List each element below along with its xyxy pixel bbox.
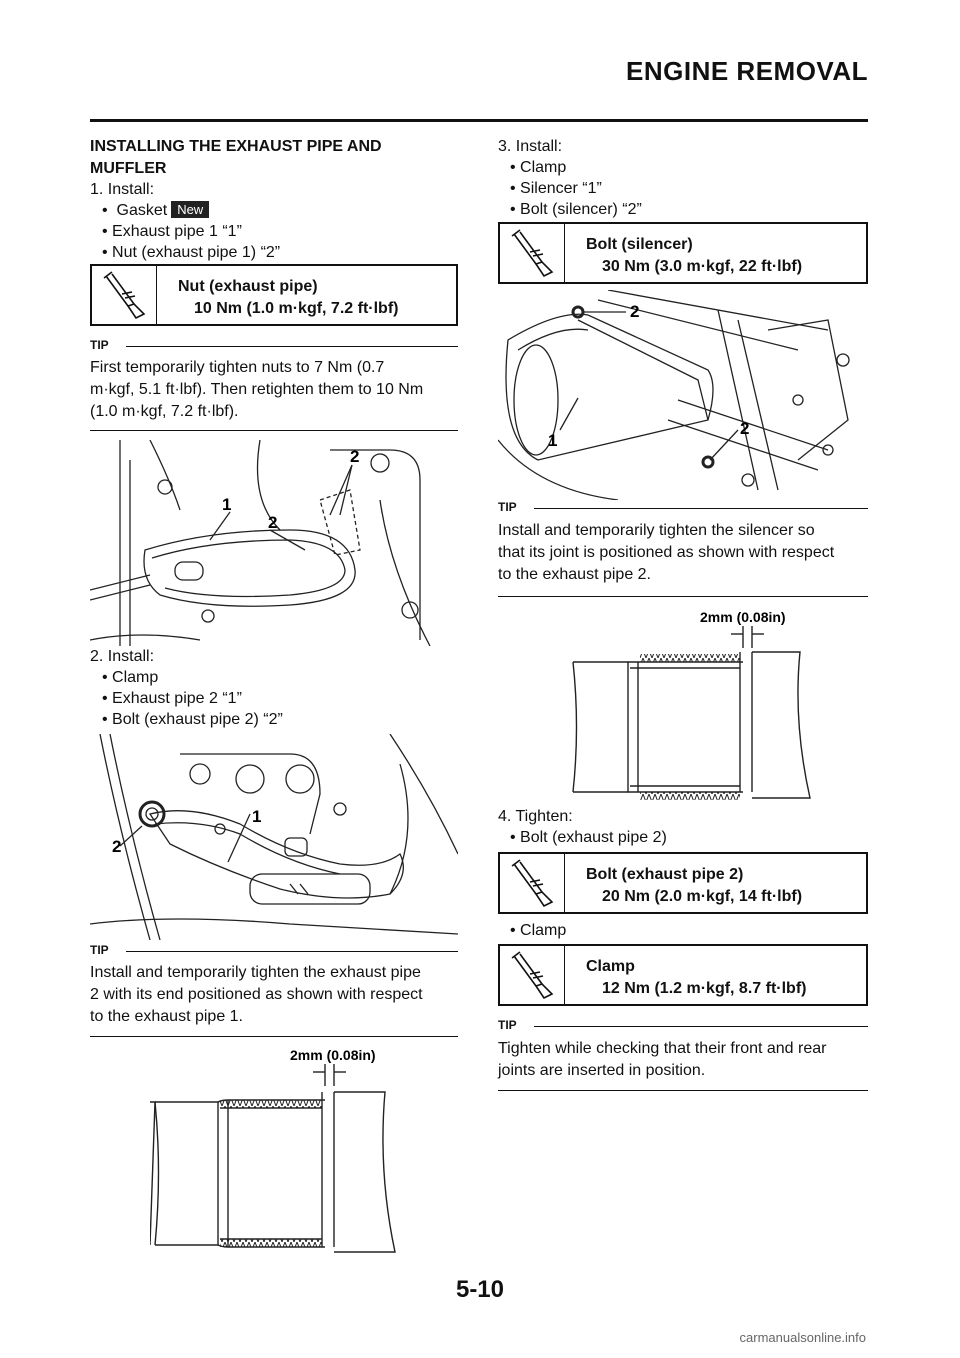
- tip-text-line: to the exhaust pipe 2.: [498, 566, 651, 583]
- page-header-title: ENGINE REMOVAL: [626, 56, 868, 86]
- step-2-item: Clamp: [102, 667, 158, 689]
- tip-text-line: m·kgf, 5.1 ft·lbf). Then retighten them …: [90, 381, 424, 398]
- tip-text-line: Install and temporarily tighten the sile…: [498, 522, 815, 539]
- step-1-item: Exhaust pipe 1 “1”: [102, 221, 242, 243]
- exhaust-pipe-1-illustration: 2 1 2: [89, 439, 458, 647]
- tip-rule: [534, 1026, 868, 1027]
- silencer-illustration: 2 1 2: [497, 289, 868, 501]
- new-badge: New: [171, 201, 210, 218]
- spec-title: Bolt (exhaust pipe 2): [586, 866, 744, 883]
- step-4-item: Clamp: [510, 920, 566, 942]
- step-3-item: Bolt (silencer) “2”: [510, 199, 642, 221]
- torque-wrench-icon: [500, 854, 565, 912]
- tip-label: TIP: [498, 1018, 517, 1032]
- torque-spec-box: Nut (exhaust pipe) 10 Nm (1.0 m·kgf, 7.2…: [90, 264, 458, 326]
- spec-title: Clamp: [586, 958, 635, 975]
- tip-end-rule: [90, 430, 458, 431]
- tip-text-line: (1.0 m·kgf, 7.2 ft·lbf).: [90, 403, 239, 420]
- callout-2: 2: [350, 447, 359, 466]
- joint-clearance-diagram: 2mm (0.08in): [568, 602, 818, 806]
- torque-spec-box: Clamp 12 Nm (1.2 m·kgf, 8.7 ft·lbf): [498, 944, 868, 1006]
- torque-wrench-icon: [500, 946, 565, 1004]
- spec-value: 10 Nm (1.0 m·kgf, 7.2 ft·lbf): [194, 300, 399, 317]
- callout-1: 1: [252, 807, 261, 826]
- step-1-item: Nut (exhaust pipe 1) “2”: [102, 242, 280, 264]
- step-1-item-text: Gasket: [116, 202, 168, 219]
- callout-2: 2: [740, 419, 749, 438]
- tip-end-rule: [90, 1036, 458, 1037]
- tip-label: TIP: [90, 338, 109, 352]
- tip-header: TIP: [498, 500, 868, 514]
- tip-end-rule: [498, 596, 868, 597]
- header-rule: [90, 119, 868, 122]
- tip-text-line: Install and temporarily tighten the exha…: [90, 964, 421, 981]
- tip-text-line: joints are inserted in position.: [498, 1062, 706, 1079]
- spec-value: 12 Nm (1.2 m·kgf, 8.7 ft·lbf): [602, 980, 807, 997]
- spec-title: Bolt (silencer): [586, 236, 693, 253]
- step-4-item: Bolt (exhaust pipe 2): [510, 827, 667, 849]
- tip-rule: [534, 508, 868, 509]
- torque-wrench-icon: [92, 266, 157, 324]
- step-2-item: Bolt (exhaust pipe 2) “2”: [102, 709, 283, 731]
- callout-2: 2: [630, 302, 639, 321]
- tip-rule: [126, 951, 458, 952]
- callout-1: 1: [222, 495, 231, 514]
- torque-wrench-icon: [500, 224, 565, 282]
- spec-title: Nut (exhaust pipe): [178, 278, 318, 295]
- step-3-item: Clamp: [510, 157, 566, 179]
- watermark: carmanualsonline.info: [739, 1330, 866, 1345]
- tip-label: TIP: [498, 500, 517, 514]
- section-heading-line1: INSTALLING THE EXHAUST PIPE AND: [90, 138, 382, 155]
- tip-text-line: that its joint is positioned as shown wi…: [498, 544, 835, 561]
- joint-clearance-diagram: 2mm (0.08in): [149, 1042, 400, 1268]
- callout-2: 2: [268, 513, 277, 532]
- torque-spec-box: Bolt (silencer) 30 Nm (3.0 m·kgf, 22 ft·…: [498, 222, 868, 284]
- tip-rule: [126, 346, 458, 347]
- tip-text-line: First temporarily tighten nuts to 7 Nm (…: [90, 359, 385, 376]
- callout-2: 2: [112, 837, 121, 856]
- torque-spec-box: Bolt (exhaust pipe 2) 20 Nm (2.0 m·kgf, …: [498, 852, 868, 914]
- step-3-label: 3. Install:: [498, 138, 563, 155]
- step-4-label: 4. Tighten:: [498, 808, 573, 825]
- tip-header: TIP: [498, 1018, 868, 1032]
- tip-text-line: 2 with its end positioned as shown with …: [90, 986, 423, 1003]
- tip-header: TIP: [90, 338, 458, 352]
- dimension-label: 2mm (0.08in): [700, 609, 786, 625]
- exhaust-pipe-2-illustration: 1 2: [89, 733, 459, 941]
- tip-text-line: to the exhaust pipe 1.: [90, 1008, 243, 1025]
- tip-header: TIP: [90, 943, 458, 957]
- section-heading-line2: MUFFLER: [90, 160, 167, 177]
- callout-1: 1: [548, 431, 557, 450]
- tip-end-rule: [498, 1090, 868, 1091]
- dimension-label: 2mm (0.08in): [290, 1047, 376, 1063]
- step-1-label: 1. Install:: [90, 181, 155, 198]
- tip-text-line: Tighten while checking that their front …: [498, 1040, 827, 1057]
- step-2-label: 2. Install:: [90, 648, 155, 665]
- step-3-item: Silencer “1”: [510, 178, 602, 200]
- page-number: 5-10: [455, 1276, 505, 1303]
- spec-value: 30 Nm (3.0 m·kgf, 22 ft·lbf): [602, 258, 803, 275]
- spec-value: 20 Nm (2.0 m·kgf, 14 ft·lbf): [602, 888, 803, 905]
- tip-label: TIP: [90, 943, 109, 957]
- step-2-item: Exhaust pipe 2 “1”: [102, 688, 242, 710]
